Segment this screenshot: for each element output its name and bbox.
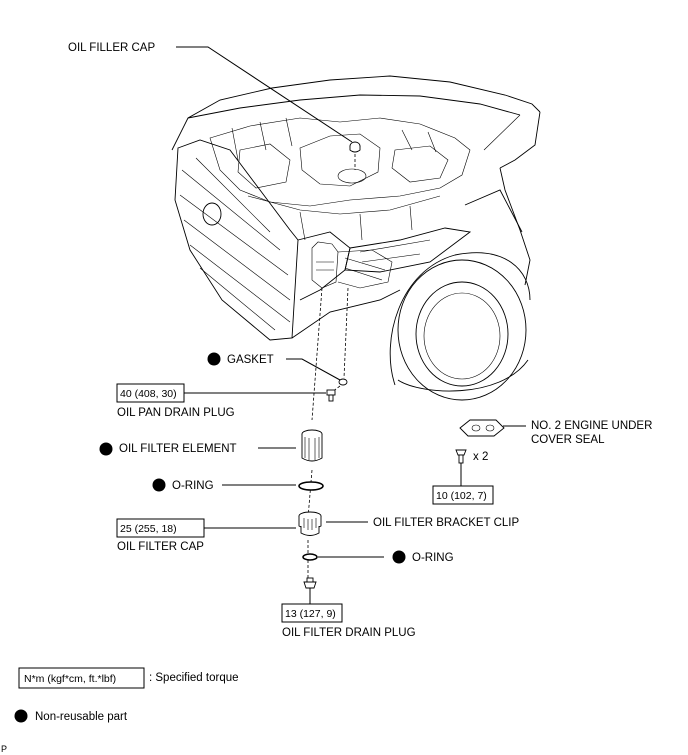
torque-oil-pan-drain-plug: 40 (408, 30) <box>120 388 177 400</box>
legend-torque-desc: : Specified torque <box>149 672 239 684</box>
torque-boxes: 40 (408, 30) 25 (255, 18) 13 (127, 9) 10… <box>116 383 494 623</box>
part-labels: OIL FILLER CAP GASKET OIL PAN DRAIN PLUG… <box>68 42 652 639</box>
o-ring-lower-part <box>302 553 318 561</box>
o-ring-upper-part <box>298 481 324 491</box>
label-engine-under-cover-seal-line1: NO. 2 ENGINE UNDER <box>531 420 652 432</box>
legend-torque-unit: N*m (kgf*cm, ft.*lbf) <box>24 673 116 685</box>
legend-nonreusable-desc: Non-reusable part <box>35 711 128 723</box>
label-engine-under-cover-seal-line2: COVER SEAL <box>531 434 605 446</box>
vehicle-front-illustration <box>171 75 541 401</box>
parts <box>298 378 505 589</box>
cover-seal-clip-part <box>455 449 467 464</box>
label-o-ring-lower: O-RING <box>412 552 454 564</box>
engine-under-cover-seal-part <box>459 419 505 437</box>
label-gasket: GASKET <box>227 354 274 366</box>
nonreusable-markers <box>14 352 406 723</box>
label-oil-filter-element: OIL FILTER ELEMENT <box>119 443 237 455</box>
oil-filter-drain-plug-part <box>303 577 317 589</box>
label-o-ring-upper: O-RING <box>172 480 214 492</box>
legend: N*m (kgf*cm, ft.*lbf) : Specified torque… <box>18 667 239 723</box>
torque-cover-seal-clip: 10 (102, 7) <box>436 490 487 502</box>
label-oil-filter-drain-plug: OIL FILTER DRAIN PLUG <box>282 627 416 639</box>
corner-mark: P <box>1 744 7 754</box>
label-oil-filter-cap: OIL FILTER CAP <box>117 541 204 553</box>
nonreusable-marker-filter-element <box>99 442 113 456</box>
torque-oil-filter-cap: 25 (255, 18) <box>120 523 177 535</box>
oil-filter-element-part <box>301 429 323 462</box>
label-quantity: x 2 <box>473 451 488 463</box>
nonreusable-marker-o-ring-upper <box>152 478 166 492</box>
oil-filter-cap-part <box>298 511 322 536</box>
label-oil-filler-cap: OIL FILLER CAP <box>68 42 155 54</box>
leader-lines <box>176 46 526 606</box>
nonreusable-marker-o-ring-lower <box>392 550 406 564</box>
label-oil-filter-bracket-clip: OIL FILTER BRACKET CLIP <box>373 517 519 529</box>
gasket-part <box>338 378 348 386</box>
nonreusable-marker-gasket <box>207 352 221 366</box>
label-oil-pan-drain-plug: OIL PAN DRAIN PLUG <box>117 407 235 419</box>
legend-nonreusable-marker <box>14 709 28 723</box>
oil-pan-drain-plug-part <box>326 389 336 402</box>
torque-oil-filter-drain-plug: 13 (127, 9) <box>285 608 336 620</box>
